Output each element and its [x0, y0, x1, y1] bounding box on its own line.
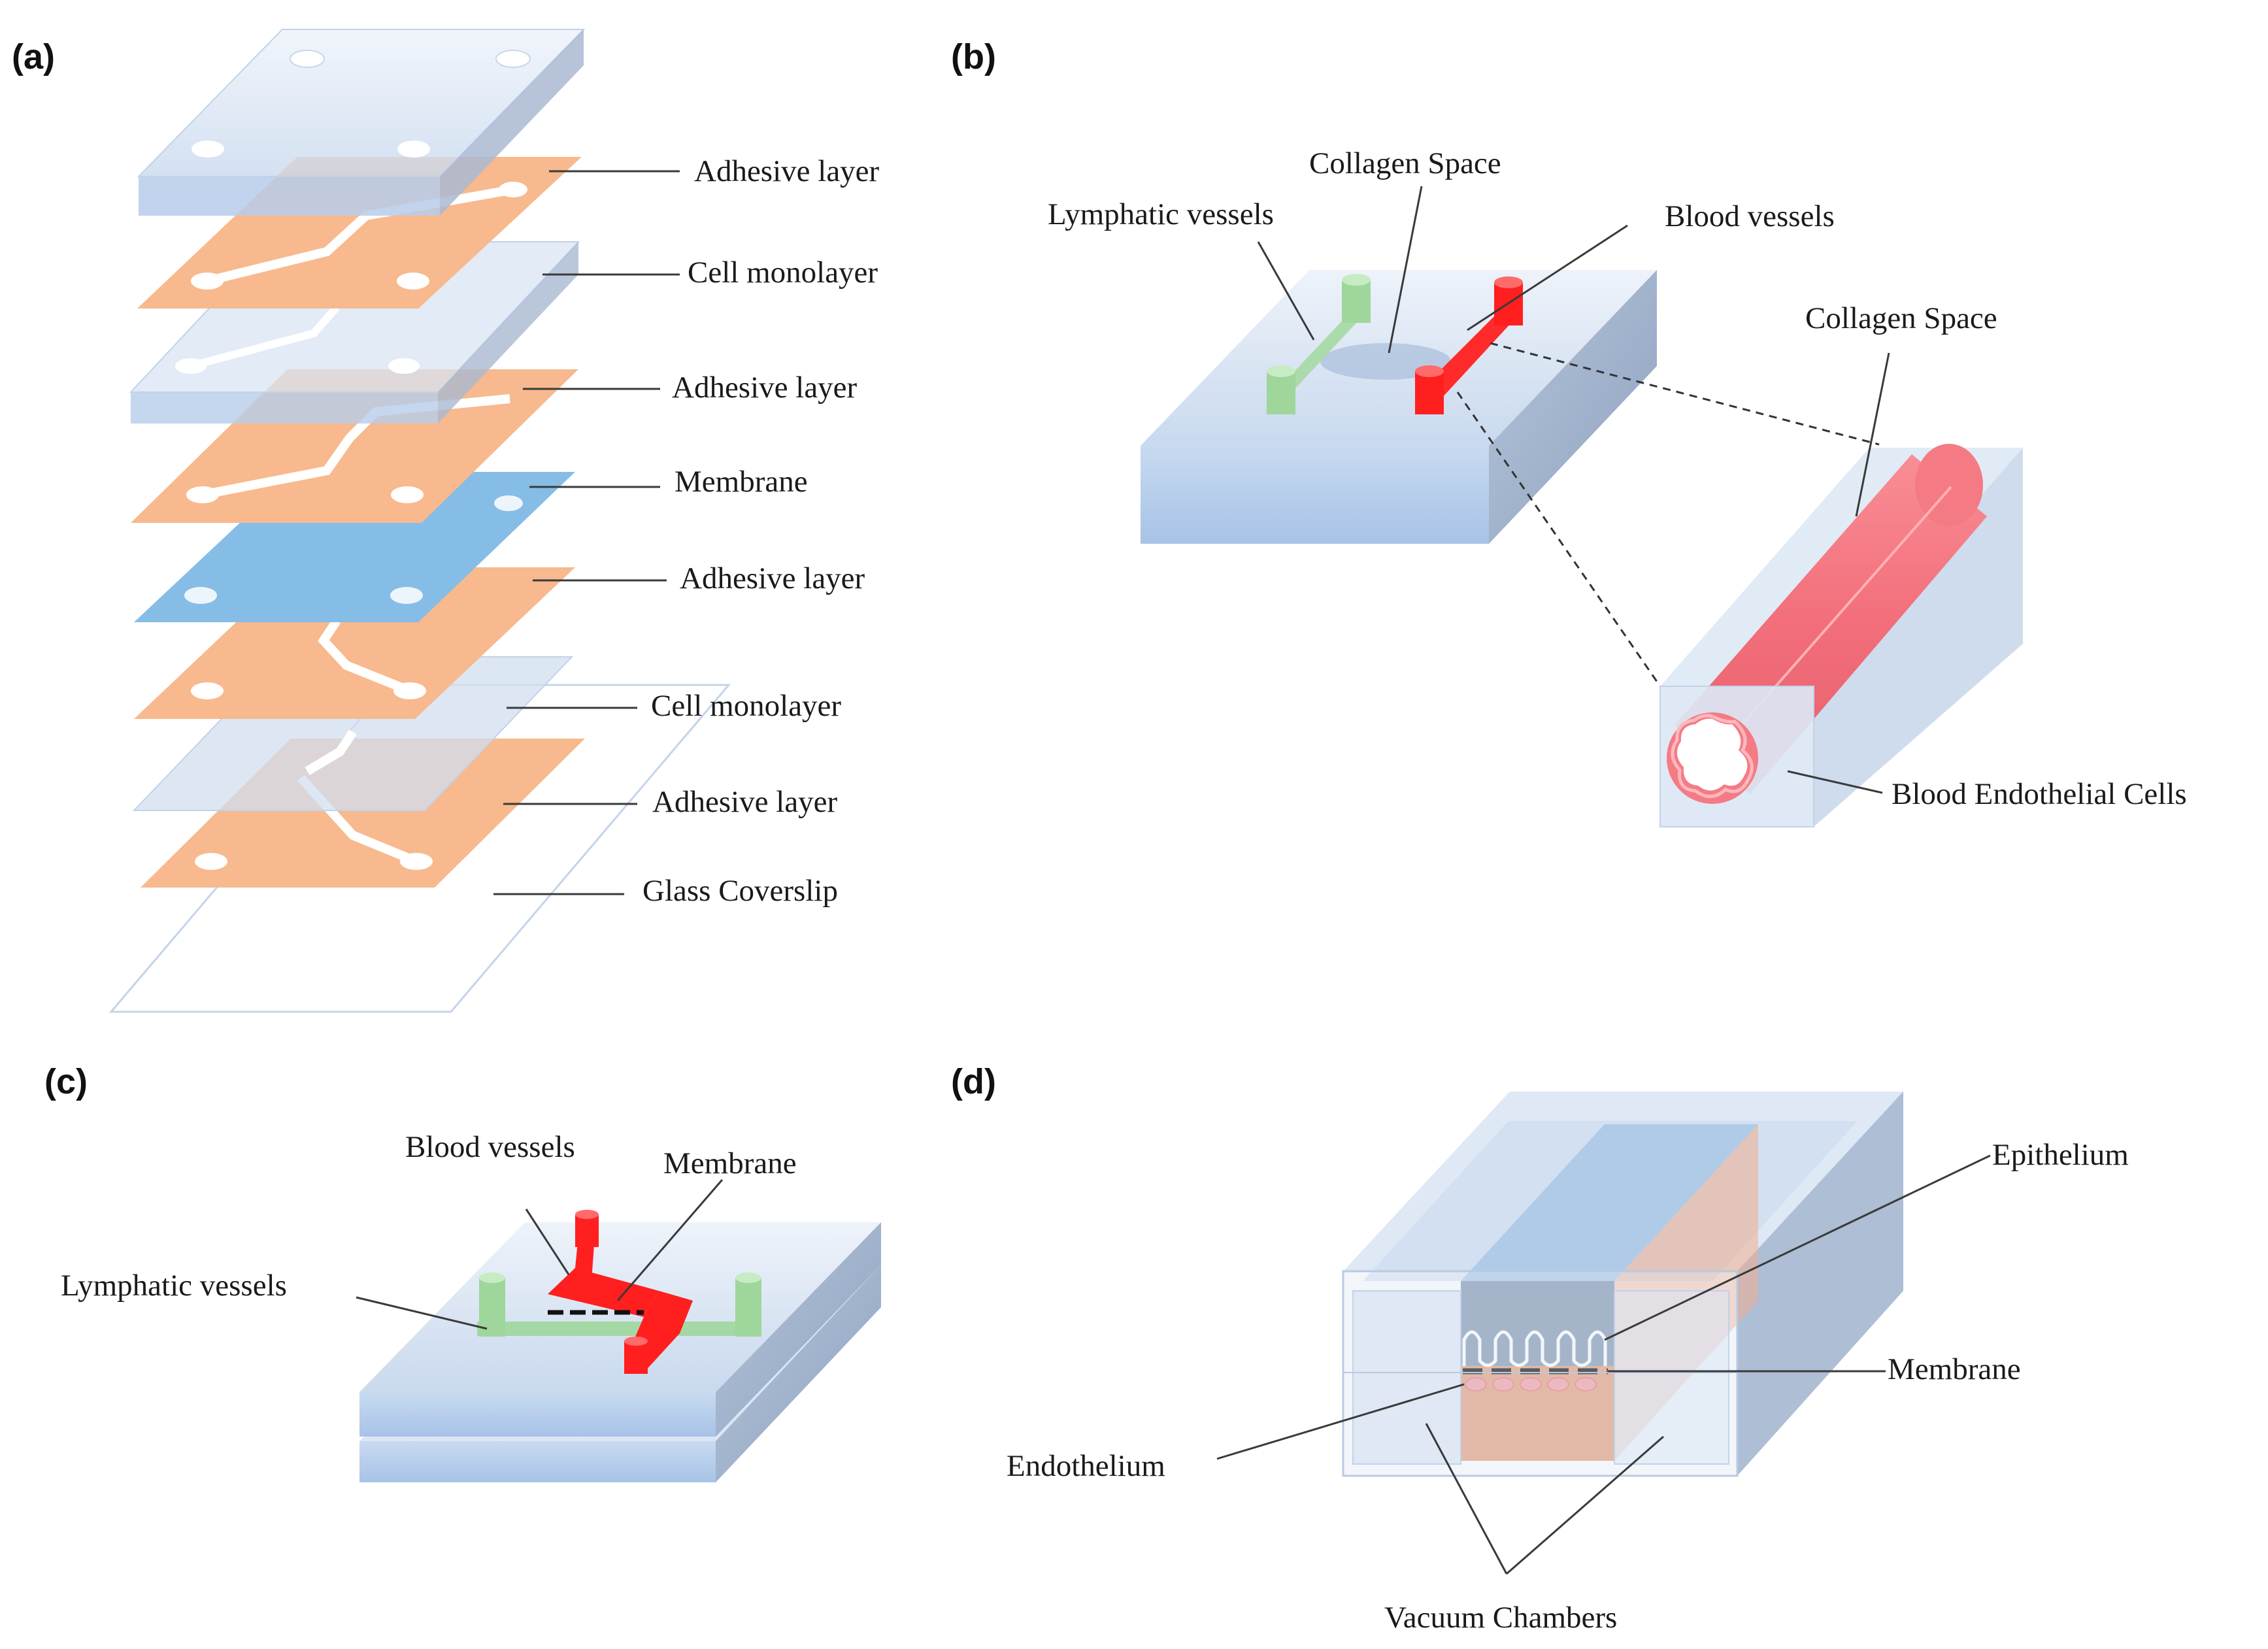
epithelium-wave	[1462, 1330, 1607, 1367]
endothelial-channel-upper	[1461, 1281, 1614, 1366]
upper-slab-side	[716, 1222, 881, 1437]
zoom-box-side	[1814, 448, 2023, 827]
port-hole	[191, 682, 224, 699]
lower-slab-front	[359, 1441, 716, 1482]
upper-slab-front	[359, 1392, 716, 1437]
panel-a: (a)	[12, 29, 880, 1013]
adhesive-layer-3	[134, 567, 575, 719]
cell-outline	[1671, 714, 1754, 798]
adhesive-layer-4	[141, 739, 585, 888]
vacuum-chamber-right	[1614, 1290, 1729, 1465]
leader-line	[525, 1208, 570, 1275]
vacuum-chamber-left	[1352, 1290, 1461, 1465]
glass-slab-cell-1-front	[131, 392, 438, 424]
leader-line	[1855, 352, 1890, 517]
chip-front	[1141, 446, 1489, 544]
blood-vessel-c	[548, 1210, 693, 1374]
leader-line	[1216, 1383, 1465, 1460]
membrane-layer	[134, 472, 575, 622]
label-membrane-d: Membrane	[1888, 1352, 2021, 1386]
glass-slab-cell-1-side	[438, 242, 578, 424]
label-blood-endothelial-cells: Blood Endothelial Cells	[1892, 777, 2187, 811]
label-adhesive-layer-1: Adhesive layer	[694, 154, 880, 188]
label-collagen-space-right: Collagen Space	[1805, 301, 1997, 335]
label-cell-monolayer-1: Cell monolayer	[688, 256, 878, 290]
leader-line	[1604, 1154, 1991, 1341]
port-hole	[388, 358, 420, 374]
lower-slab-side	[716, 1265, 881, 1482]
label-epithelium: Epithelium	[1992, 1138, 2129, 1172]
port-hole	[192, 141, 224, 158]
panel-c: (c) Blood vessels	[44, 1062, 881, 1482]
chip-side	[1489, 270, 1657, 544]
label-blood-vessels-c: Blood vessels	[405, 1130, 575, 1164]
leader-line	[1257, 241, 1315, 341]
port-hole	[494, 495, 523, 511]
microchannel	[318, 618, 412, 695]
leader-line	[356, 1296, 488, 1330]
label-membrane: Membrane	[675, 465, 808, 499]
label-blood-vessels-b: Blood vessels	[1665, 199, 1835, 233]
port-hole	[495, 50, 531, 68]
label-glass-coverslip: Glass Coverslip	[642, 874, 838, 908]
epithelial-channel-top	[1461, 1124, 1758, 1281]
port-hole	[397, 273, 429, 290]
top-glass-slab-front	[139, 176, 440, 216]
label-adhesive-layer-3: Adhesive layer	[680, 561, 865, 595]
panel-d: (d) Ep	[951, 1062, 2129, 1635]
leader-line	[1388, 186, 1423, 354]
leader-line	[1425, 1423, 1508, 1574]
label-vacuum-chambers: Vacuum Chambers	[1384, 1601, 1617, 1635]
zoom-line	[1490, 342, 1880, 446]
label-adhesive-layer-2: Adhesive layer	[672, 371, 858, 405]
port-hole	[390, 587, 423, 604]
port-hole	[391, 486, 424, 503]
panel-b: (b)	[951, 37, 2187, 827]
microchannel	[190, 305, 340, 370]
vessel-lumen	[1676, 718, 1748, 791]
label-lymphatic-vessels-c: Lymphatic vessels	[61, 1269, 287, 1303]
port-hole	[290, 50, 325, 68]
panel-a-tag: (a)	[12, 37, 55, 76]
port-hole	[184, 587, 217, 604]
leader-line	[616, 1179, 724, 1301]
label-cell-monolayer-2: Cell monolayer	[651, 689, 841, 723]
label-endothelium: Endothelium	[1007, 1449, 1165, 1483]
microchannel	[305, 729, 357, 776]
leader-line	[1787, 770, 1883, 794]
panel-d-tag: (d)	[951, 1062, 996, 1101]
panel-b-tag: (b)	[951, 37, 996, 76]
label-collagen-space-top: Collagen Space	[1309, 146, 1501, 180]
zoom-line	[1456, 391, 1661, 687]
label-membrane-c: Membrane	[663, 1146, 797, 1180]
lymphatic-vessel	[1267, 274, 1371, 414]
device-side	[1737, 1091, 1903, 1476]
endothelium-cells	[1465, 1377, 1597, 1391]
lymphatic-vessel-c	[477, 1273, 761, 1337]
panel-c-tag: (c)	[44, 1062, 88, 1101]
top-glass-slab-side	[440, 29, 584, 216]
blood-tube-end	[1915, 444, 1983, 526]
port-hole	[195, 853, 227, 870]
label-lymphatic-vessels-b: Lymphatic vessels	[1048, 197, 1274, 231]
leader-line	[1467, 224, 1628, 331]
leader-line	[1506, 1435, 1664, 1575]
port-hole	[397, 141, 430, 158]
label-adhesive-layer-4: Adhesive layer	[652, 785, 838, 819]
